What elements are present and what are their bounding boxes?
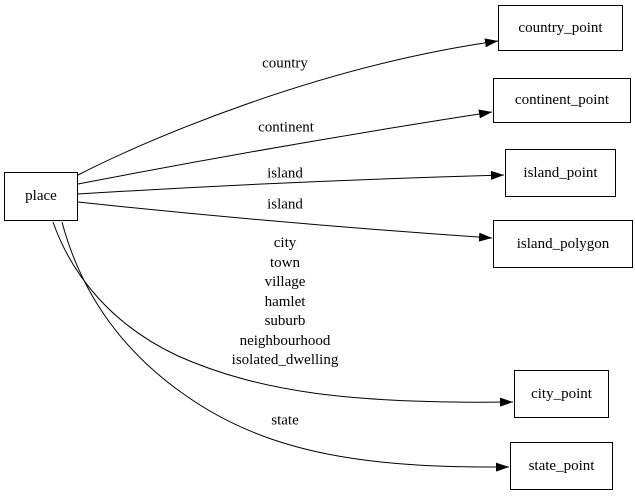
edge-place-country_point: [77, 38, 499, 176]
edge-label-place-island_polygon: island: [267, 196, 303, 213]
edge-place-continent_point: [77, 109, 493, 185]
node-city_point: city_point: [514, 370, 609, 418]
edge-place-island_polygon: [77, 201, 493, 242]
edge-label-place-continent_point: continent: [258, 119, 314, 136]
edge-place-island_point: [77, 170, 505, 195]
node-continent_point: continent_point: [493, 78, 631, 123]
edge-label-place-island_point: island: [267, 165, 303, 182]
edge-label-place-country_point: country: [262, 55, 308, 72]
node-island_point: island_point: [505, 149, 616, 197]
edges-group: [52, 38, 514, 472]
node-state_point: state_point: [510, 442, 613, 490]
node-island_polygon: island_polygon: [493, 220, 633, 268]
edge-label-place-state_point: state: [271, 412, 299, 429]
edge-place-state_point: [61, 221, 510, 472]
node-place: place: [4, 172, 78, 221]
node-country_point: country_point: [498, 5, 623, 51]
edge-label-place-city_point: city town village hamlet suburb neighbou…: [231, 234, 339, 368]
